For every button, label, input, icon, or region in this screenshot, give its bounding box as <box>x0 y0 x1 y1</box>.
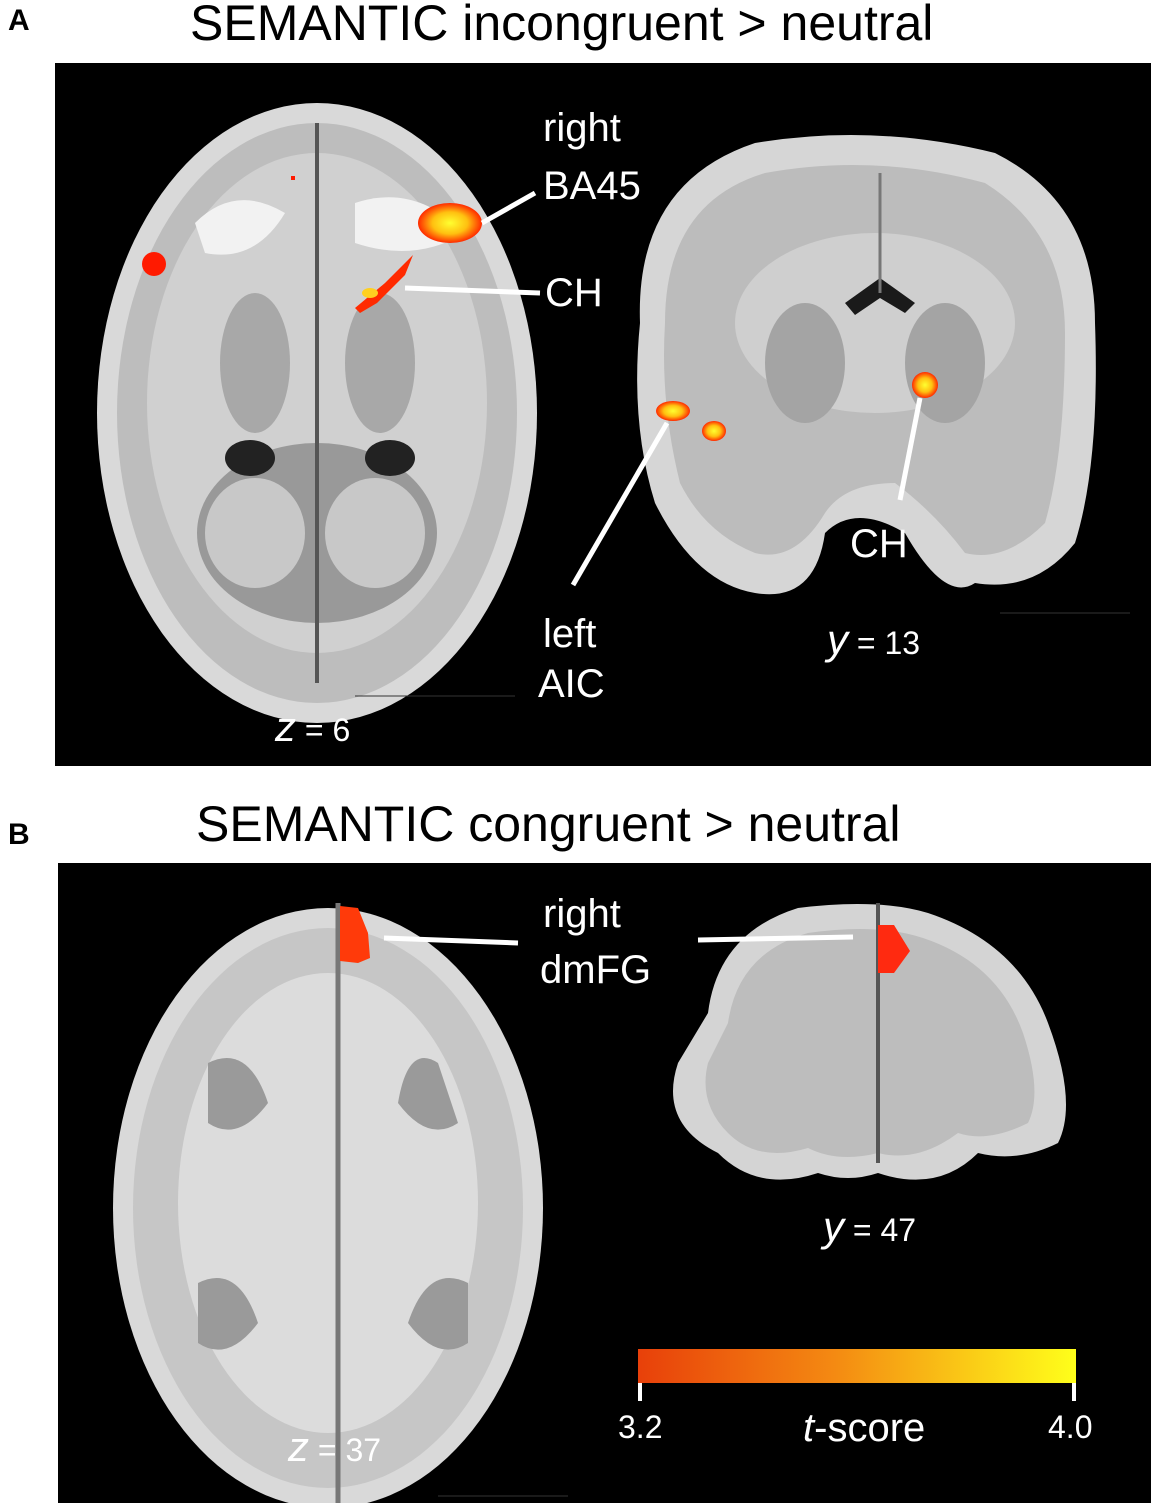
pointer-dmfg-axial <box>383 935 519 946</box>
coord-z6-axis: z <box>275 703 296 750</box>
colorbar-min-label: 3.2 <box>618 1409 663 1445</box>
coord-y13: y = 13 <box>827 616 920 664</box>
activation-ch-coronal <box>912 372 938 398</box>
colorbar-title: t-score <box>803 1405 925 1451</box>
coord-y13-axis: y <box>827 616 848 663</box>
colorbar-max-label: 4.0 <box>1048 1409 1093 1445</box>
coord-z37-value: = 37 <box>317 1432 382 1468</box>
colorbar-title-italic: t <box>803 1406 815 1450</box>
panel-b-brain-slices <box>113 903 1076 1503</box>
activation-right-dmfg-axial <box>340 906 370 963</box>
pointer-ba45 <box>480 190 537 226</box>
coord-z6-value: = 6 <box>304 712 351 748</box>
panel-b-image: right dmFG y = 47 z = 37 3.2 4.0 t-score <box>58 863 1151 1503</box>
label-right-ba45-line2: BA45 <box>543 164 641 208</box>
panel-a-image: right BA45 CH left AIC CH z = 6 y = 13 <box>55 63 1151 766</box>
panel-a-letter: A <box>8 4 30 37</box>
coord-z37: z = 37 <box>288 1423 381 1471</box>
colorbar-gradient <box>638 1349 1076 1383</box>
coronal-slice-y47 <box>673 903 1066 1180</box>
coronal-slice-y13 <box>637 135 1096 595</box>
coord-z6: z = 6 <box>275 703 350 751</box>
axial-slice-z6 <box>97 103 537 723</box>
label-ch-axial: CH <box>545 271 603 315</box>
coord-y13-value: = 13 <box>856 625 921 661</box>
label-ch-coronal: CH <box>850 522 908 566</box>
coord-y47-value: = 47 <box>852 1212 917 1248</box>
activation-ch-axial <box>355 255 413 313</box>
label-left-aic-line2: AIC <box>538 662 605 706</box>
pointer-aic <box>570 421 670 587</box>
coord-z37-axis: z <box>288 1423 309 1470</box>
panel-b-title: SEMANTIC congruent > neutral <box>196 796 901 852</box>
panel-b-letter: B <box>8 818 30 851</box>
pointer-dmfg-coronal <box>697 934 854 943</box>
label-right-dmfg-line2: dmFG <box>540 948 652 992</box>
coord-y47: y = 47 <box>823 1203 916 1251</box>
panel-a-brain-slices <box>97 103 1130 723</box>
activation-left-aic <box>656 401 690 421</box>
panel-a-title: SEMANTIC incongruent > neutral <box>190 0 934 51</box>
coord-y47-axis: y <box>823 1203 844 1250</box>
pointer-ch-axial <box>404 285 541 296</box>
label-left-aic-line1: left <box>543 612 597 656</box>
pointer-ch-coronal <box>897 397 923 501</box>
activation-right-dmfg-coronal <box>878 925 910 973</box>
label-right-ba45-line1: right <box>543 106 621 150</box>
colorbar-title-rest: -score <box>814 1406 926 1450</box>
label-right-dmfg-line1: right <box>543 892 621 936</box>
axial-slice-z37 <box>113 903 543 1503</box>
activation-right-ba45 <box>418 203 482 243</box>
activation-left-lateral <box>142 252 166 276</box>
